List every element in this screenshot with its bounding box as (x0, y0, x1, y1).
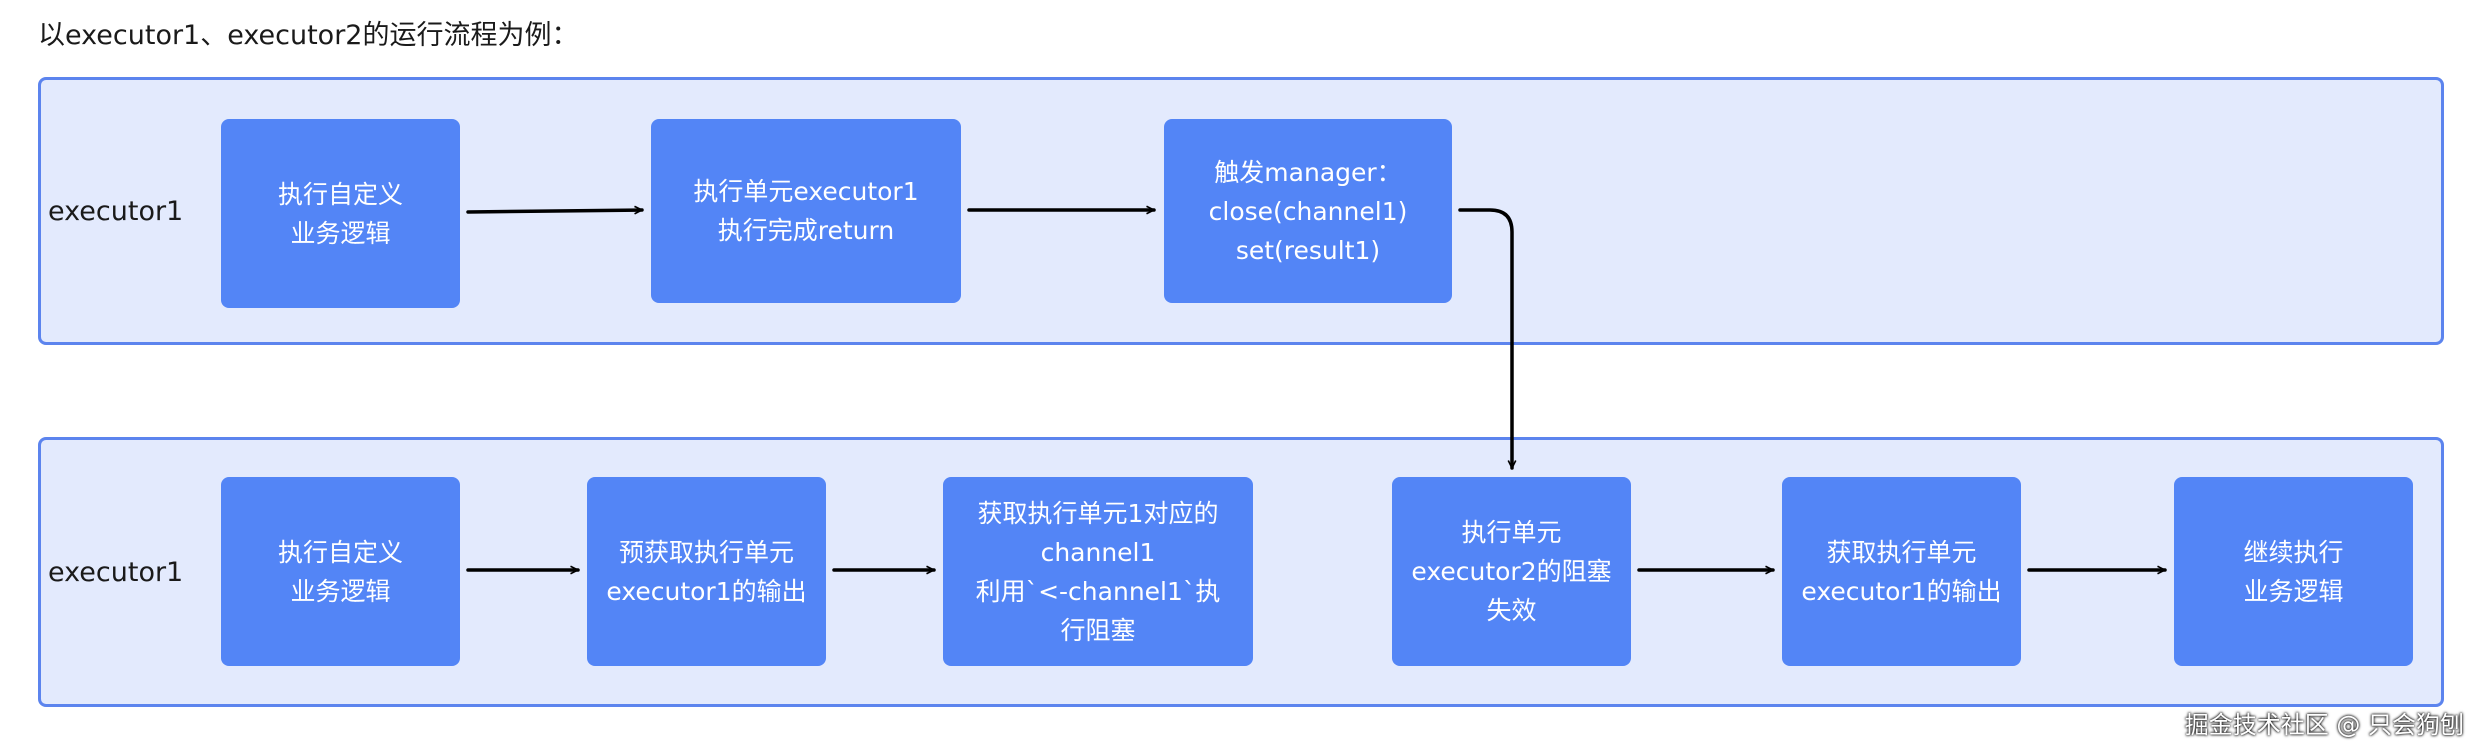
watermark-footer: 掘金技术社区 @ 只会狗刨 (2184, 711, 2464, 739)
node-custom-logic[interactable]: 执行自定义 业务逻辑 (221, 119, 460, 308)
node-prefetch-output[interactable]: 预获取执行单元 executor1的输出 (587, 477, 826, 666)
node-executor1-return[interactable]: 执行单元executor1 执行完成return (651, 119, 961, 303)
arrow-connector (466, 210, 644, 212)
node-channel-block[interactable]: 获取执行单元1对应的 channel1 利用`<-channel1`执 行阻塞 (943, 477, 1253, 666)
node-get-output[interactable]: 获取执行单元 executor1的输出 (1782, 477, 2021, 666)
arrow-connector (1458, 208, 1512, 470)
lane-label: executor1 (48, 557, 184, 588)
page-title: 以executor1、executor2的运行流程为例： (38, 20, 579, 51)
node-trigger-manager[interactable]: 触发manager： close(channel1) set(result1) (1164, 119, 1452, 303)
node-block-released[interactable]: 执行单元 executor2的阻塞 失效 (1392, 477, 1631, 666)
lane-label: executor1 (48, 196, 184, 227)
node-custom-logic[interactable]: 执行自定义 业务逻辑 (221, 477, 460, 666)
node-continue-logic[interactable]: 继续执行 业务逻辑 (2174, 477, 2413, 666)
